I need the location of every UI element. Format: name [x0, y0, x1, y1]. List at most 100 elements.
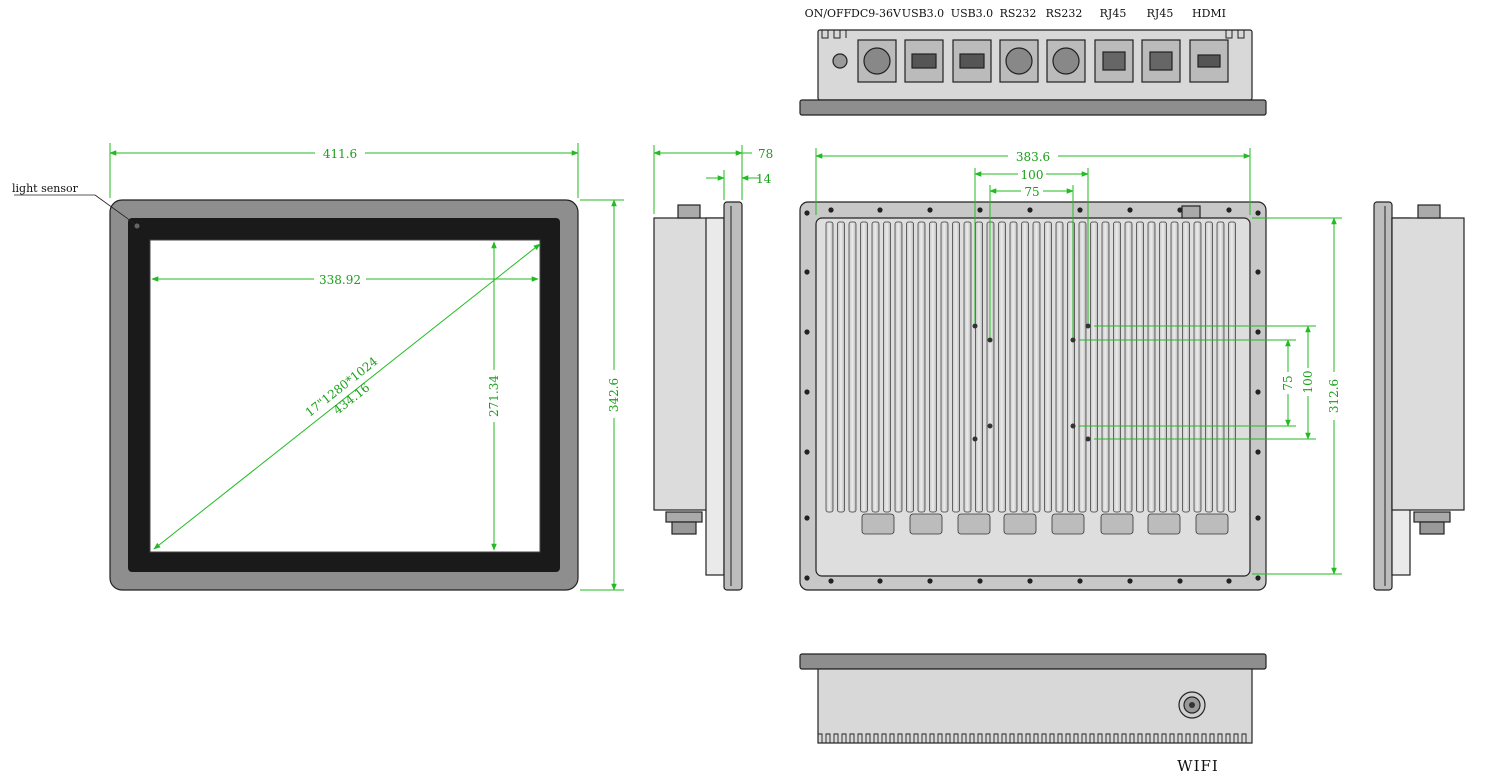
side-body: [1391, 217, 1465, 511]
heatsink-fin: [1055, 221, 1064, 513]
usb-port-icon: [904, 39, 944, 83]
screw-icon: [804, 515, 810, 521]
port-label: USB3.0: [951, 7, 993, 20]
heatsink-fin: [1193, 221, 1202, 513]
heatsink-fin: [1090, 221, 1098, 513]
heatsink-fin: [1170, 221, 1179, 513]
heatsink-fin: [894, 221, 903, 513]
rear-width-dimension: 383.6: [1016, 150, 1050, 164]
screw-icon: [977, 578, 983, 584]
screw-icon: [1027, 578, 1033, 584]
screw-icon: [1077, 578, 1083, 584]
light-sensor-icon: [134, 223, 140, 229]
screw-icon: [828, 578, 834, 584]
front-height-dimension: 342.6: [607, 378, 621, 412]
screw-icon: [804, 389, 810, 395]
side-bezel: [1373, 201, 1393, 591]
rear-heatsink-fins: [825, 221, 1236, 513]
port-label: RJ45: [1147, 7, 1174, 20]
heatsink-fin: [1009, 221, 1018, 513]
screw-icon: [828, 207, 834, 213]
heatsink-fin: [860, 221, 868, 513]
port-label: USB3.0: [902, 7, 944, 20]
port-label: RS232: [1000, 7, 1037, 20]
screw-icon: [804, 329, 810, 335]
heatsink-fin: [1159, 221, 1167, 513]
heatsink-fin: [940, 221, 949, 513]
wifi-label: WIFI: [1177, 757, 1219, 775]
top-ports: [832, 39, 1229, 83]
antenna-mount: [1181, 205, 1201, 219]
port-labels: ON/OFF DC9-36V USB3.0 USB3.0 RS232 RS232…: [805, 7, 1226, 20]
screw-icon: [804, 449, 810, 455]
depth-dimension: 78: [758, 147, 773, 161]
bottom-bezel: [799, 653, 1267, 670]
power-button-icon: [832, 53, 848, 69]
heatsink-fin: [975, 221, 983, 513]
connector-icon: [909, 513, 943, 535]
screw-icon: [1226, 578, 1232, 584]
heatsink-fin: [1136, 221, 1144, 513]
port-label: ON/OFF: [805, 7, 852, 20]
fin-edge: [817, 733, 1250, 744]
heatsink-fin: [1205, 221, 1213, 513]
heatsink-fin: [1124, 221, 1133, 513]
heatsink-fin: [906, 221, 914, 513]
screw-icon: [877, 207, 883, 213]
connector-icon: [1051, 513, 1085, 535]
connector-icon: [861, 513, 895, 535]
connector-icon: [1195, 513, 1229, 535]
heatsink-fin: [963, 221, 972, 513]
port-label: RJ45: [1100, 7, 1127, 20]
heatsink-fin: [929, 221, 937, 513]
screen-height-dimension: 271.34: [487, 375, 501, 417]
rear-view: 383.6 100 75 312.6 100 75: [799, 148, 1342, 591]
screw-icon: [804, 269, 810, 275]
heatsink-fin: [1113, 221, 1121, 513]
heatsink-fin: [917, 221, 926, 513]
bezel-depth-dimension: 14: [756, 172, 772, 186]
port-label: HDMI: [1192, 7, 1226, 20]
side-connector: [1417, 204, 1441, 219]
rear-ports: [861, 513, 1229, 535]
screw-icon: [1177, 578, 1183, 584]
front-width-dimension: 411.6: [323, 147, 357, 161]
side-connector: [671, 521, 697, 535]
heatsink-fin: [1182, 221, 1190, 513]
side-view-right: [1373, 201, 1465, 591]
screw-icon: [1027, 207, 1033, 213]
heatsink-fin: [998, 221, 1006, 513]
bottom-fins: [817, 733, 1250, 744]
screw-icon: [1255, 515, 1261, 521]
rear-screws: [804, 207, 1261, 584]
screw-icon: [1177, 207, 1183, 213]
heatsink-fin: [1032, 221, 1041, 513]
heatsink-fin: [1021, 221, 1029, 513]
connector-icon: [1003, 513, 1037, 535]
screw-icon: [804, 575, 810, 581]
front-view: light sensor 411.6 342.6 338.92 271.34 1…: [12, 143, 624, 591]
light-sensor-label: light sensor: [12, 182, 79, 195]
top-view: ON/OFF DC9-36V USB3.0 USB3.0 RS232 RS232…: [799, 7, 1267, 116]
port-label: RS232: [1046, 7, 1083, 20]
vesa-75-vertical: 75: [1281, 375, 1295, 390]
port-label: DC9-36V: [851, 7, 902, 20]
heatsink-fin: [1078, 221, 1087, 513]
heatsink-fin: [883, 221, 891, 513]
vesa-holes: [972, 323, 1091, 442]
heatsink-fin: [952, 221, 960, 513]
side-connector: [677, 204, 701, 219]
heatsink-fin: [1228, 221, 1236, 513]
screw-icon: [877, 578, 883, 584]
screw-icon: [927, 207, 933, 213]
vesa-100-vertical: 100: [1301, 371, 1315, 394]
screw-icon: [1127, 207, 1133, 213]
heatsink-fin: [837, 221, 845, 513]
heatsink-fin: [871, 221, 880, 513]
connector-icon: [957, 513, 991, 535]
screw-icon: [1255, 575, 1261, 581]
screw-icon: [1255, 269, 1261, 275]
screw-icon: [804, 210, 810, 216]
bottom-view: WIFI: [799, 653, 1267, 775]
